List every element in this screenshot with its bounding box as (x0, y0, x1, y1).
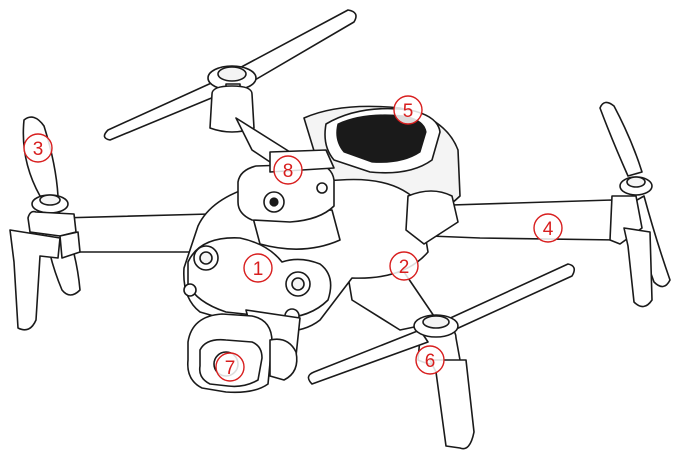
callout-4: 4 (533, 213, 563, 243)
callout-2: 2 (389, 251, 419, 281)
callout-3: 3 (23, 133, 53, 163)
callout-5: 5 (393, 95, 423, 125)
top-camera (237, 149, 341, 250)
propeller-front-right (307, 263, 576, 385)
callout-3-label: 3 (33, 139, 44, 160)
callout-6: 6 (415, 345, 445, 375)
callout-8-label: 8 (283, 161, 294, 182)
callout-2-label: 2 (399, 257, 410, 278)
callout-1: 1 (243, 253, 273, 283)
callout-7: 7 (215, 352, 245, 382)
gimbal-camera (186, 309, 301, 394)
arm-rear-right (419, 195, 653, 308)
callout-5-label: 5 (403, 101, 414, 122)
callout-1-label: 1 (253, 259, 264, 280)
callout-7-label: 7 (225, 358, 236, 379)
callout-4-label: 4 (543, 219, 554, 240)
top-panel-grille (324, 107, 441, 174)
callout-6-label: 6 (425, 351, 436, 372)
callout-8: 8 (273, 155, 303, 185)
